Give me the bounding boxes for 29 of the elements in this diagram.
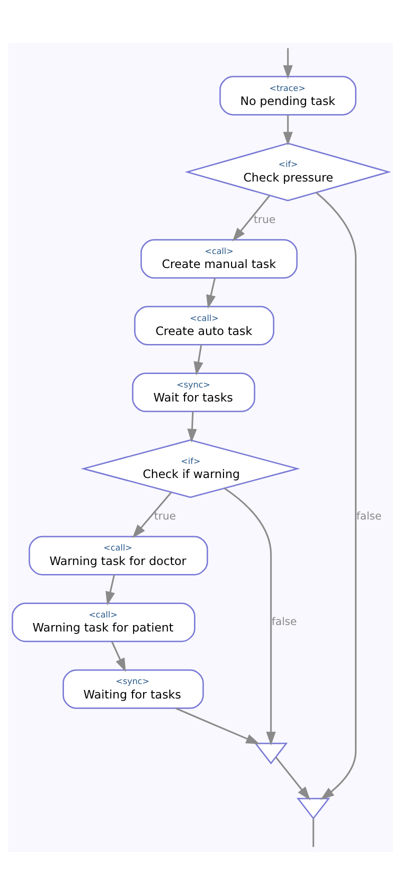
connector: [312, 818, 314, 847]
node-box: <call> Warning task for doctor: [28, 536, 208, 576]
arrow: [194, 344, 204, 376]
arrow: [175, 708, 260, 744]
node-box: <sync> Waiting for tasks: [62, 669, 204, 709]
node-box: <call> Create manual task: [140, 239, 298, 279]
arrow: [111, 641, 126, 672]
node-box: <call> Warning task for patient: [12, 602, 196, 642]
node-box: <trace> No pending task: [219, 76, 356, 116]
node-diamond: <if> Check pressure: [184, 142, 392, 202]
node-box: <sync> Wait for tasks: [132, 372, 256, 412]
arrow: [106, 574, 115, 606]
arrow: [187, 412, 197, 443]
edge-label: true: [254, 214, 276, 226]
node-diamond: <if> Check if warning: [80, 439, 300, 498]
node-box: <call> Create auto task: [134, 306, 274, 346]
arrow: [232, 195, 270, 242]
node-triangle: [254, 742, 288, 764]
arrow: [283, 115, 293, 146]
arrow: [275, 756, 310, 800]
arrow: [224, 488, 276, 746]
arrow: [283, 48, 293, 79]
edge-label: false: [356, 510, 382, 523]
node-triangle: [296, 798, 330, 820]
arrow: [132, 492, 172, 538]
arrow: [206, 278, 216, 309]
edge-label: false: [272, 616, 297, 628]
arrow: [316, 192, 357, 800]
edge-label: true: [154, 510, 176, 523]
